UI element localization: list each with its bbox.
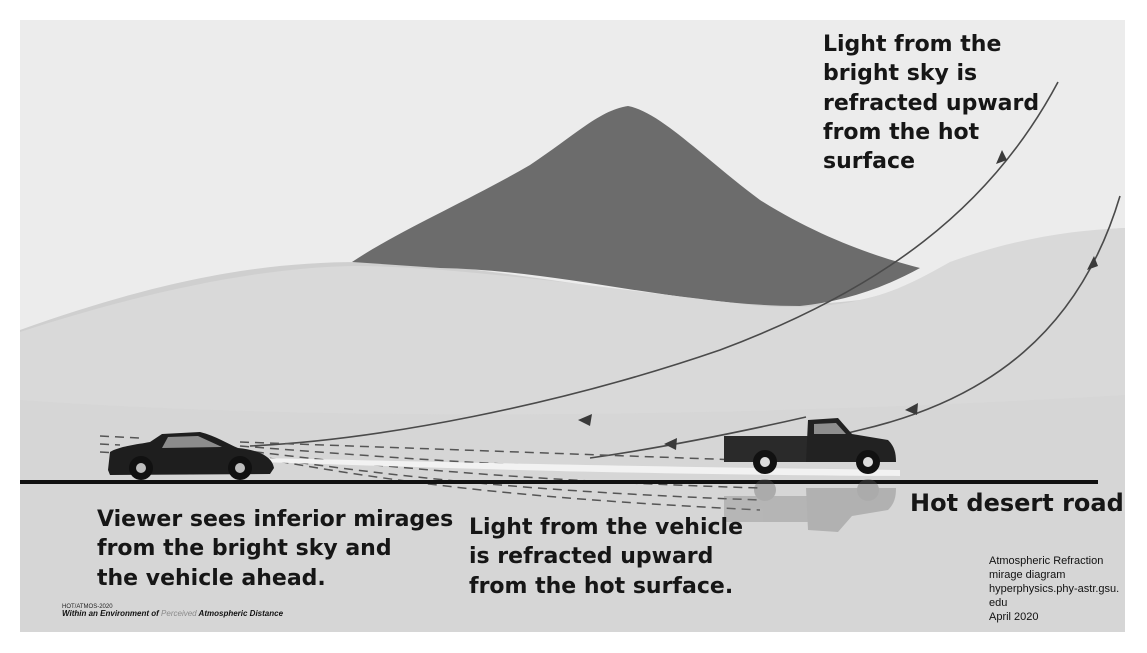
tiny-caption-part1: Within an Environment of — [62, 609, 162, 618]
viewer-line: from the bright sky and — [97, 536, 392, 562]
sky-light-line: surface — [823, 149, 915, 174]
arrowhead-4 — [905, 403, 918, 415]
vehicle-light-line: is refracted upward — [469, 544, 714, 570]
credit-block: Atmospheric Refraction mirage diagram hy… — [989, 555, 1119, 625]
dashed-ray-1 — [239, 441, 741, 461]
credit-line: mirage diagram — [989, 568, 1066, 581]
credit-line: edu — [989, 596, 1008, 609]
arrowhead-3 — [1087, 256, 1098, 270]
car-window — [162, 436, 222, 448]
credit-line: Atmospheric Refraction — [989, 555, 1104, 567]
car-hub-front — [235, 463, 245, 473]
road-line — [20, 480, 1098, 484]
viewer-car — [108, 432, 274, 480]
sky-ray-1 — [249, 81, 1059, 447]
sky-light-line: Light from the — [823, 32, 1002, 57]
truck-window — [814, 423, 846, 434]
mirage-shimmer — [260, 458, 900, 476]
arrowhead-2 — [578, 414, 592, 426]
reflection-cab — [806, 488, 896, 532]
pickup-truck — [724, 418, 896, 474]
vehicle-light-line: Light from the vehicle — [469, 515, 743, 540]
sky-light-label: Light from the bright sky is refracted u… — [823, 30, 1039, 176]
sky-light-line: bright sky is — [823, 61, 978, 87]
sky-light-line: refracted upward — [823, 90, 1040, 116]
tiny-caption-part2: Atmospheric Distance — [196, 609, 284, 618]
credit-line: April 2020 — [989, 610, 1039, 623]
mountain — [352, 106, 920, 306]
credit-line: hyperphysics.phy-astr.gsu. — [989, 582, 1120, 595]
tiny-id: HOT/ATMOS-2020 — [62, 604, 113, 610]
dashed-ray-7 — [99, 443, 121, 446]
vehicle-ray-upper — [589, 416, 807, 459]
reflection-bed — [724, 496, 812, 522]
reflection-wheel-front — [857, 479, 879, 501]
truck-mirage-reflection — [724, 479, 896, 532]
vehicle-light-line: from the hot surface. — [469, 573, 734, 599]
viewer-line: the vehicle ahead. — [97, 565, 326, 591]
ground-blend — [20, 395, 1125, 440]
ray-arrowheads — [578, 150, 1098, 450]
tiny-caption-faint: Perceived — [161, 609, 197, 618]
viewer-label: Viewer sees inferior mirages from the br… — [97, 505, 453, 593]
truck-hub-rear — [760, 457, 770, 467]
viewer-line: Viewer sees inferior mirages — [97, 507, 454, 532]
arrowhead-1 — [996, 150, 1007, 164]
tiny-caption: Within an Environment of Perceived Atmos… — [62, 609, 283, 618]
dashed-ray-3 — [239, 449, 761, 489]
arrowhead-5 — [664, 438, 677, 450]
vehicle-light-label: Light from the vehicle is refracted upwa… — [469, 513, 743, 601]
road-label: Hot desert road — [910, 489, 1124, 517]
reflection-wheel-rear — [754, 479, 776, 501]
sky-light-line: from the hot — [823, 119, 980, 145]
dashed-ray-6 — [99, 435, 141, 439]
dashed-ray-5 — [249, 455, 761, 511]
truck-hub-front — [863, 457, 873, 467]
car-hub-rear — [136, 463, 146, 473]
